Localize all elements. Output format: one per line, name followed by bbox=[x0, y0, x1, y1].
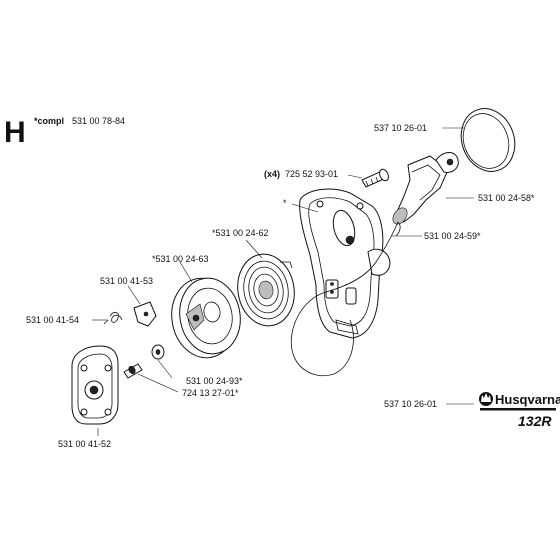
washer-leader bbox=[157, 359, 173, 379]
spring-leader bbox=[245, 239, 263, 259]
brand-name: Husqvarna bbox=[495, 392, 560, 407]
rope-end bbox=[395, 221, 401, 237]
husqvarna-crown-icon bbox=[479, 392, 493, 406]
cap-label: 537 10 26-01 bbox=[374, 123, 427, 133]
header-part-number: 531 00 78-84 bbox=[72, 116, 125, 126]
handle-part[interactable] bbox=[390, 152, 459, 227]
spring-part[interactable] bbox=[232, 250, 300, 331]
decal-label: 537 10 26-01 bbox=[384, 399, 437, 409]
screw-label: 725 52 93-01 bbox=[285, 169, 338, 179]
header-label: *compl bbox=[34, 116, 64, 126]
pulley-label: *531 00 24-63 bbox=[152, 254, 209, 264]
pulley-screw-label: 724 13 27-01* bbox=[182, 388, 239, 398]
pawl-spring-label: 531 00 41-54 bbox=[26, 315, 79, 325]
pawl-spring-part[interactable] bbox=[103, 312, 123, 325]
cap-part[interactable] bbox=[453, 101, 524, 179]
brand-divider bbox=[480, 408, 556, 411]
asterisk-mark: * bbox=[283, 198, 287, 208]
flywheel-cover-label: 531 00 41-52 bbox=[58, 439, 111, 449]
pulley-leader bbox=[179, 261, 193, 283]
section-letter: H bbox=[4, 116, 26, 149]
screw-quantity: (x4) bbox=[264, 169, 280, 179]
pawl-leader bbox=[127, 285, 141, 305]
screw-part[interactable] bbox=[361, 168, 390, 188]
husqvarna-logo: Husqvarna bbox=[479, 392, 560, 407]
pulley-part[interactable] bbox=[166, 273, 247, 363]
flywheel-cover-part[interactable] bbox=[71, 345, 119, 425]
washer-part[interactable] bbox=[151, 344, 165, 360]
pulley-screw-leader bbox=[137, 373, 179, 393]
model-name: 132R bbox=[518, 413, 552, 429]
rope-label: 531 00 24-59* bbox=[424, 231, 481, 241]
pulley-screw-part[interactable] bbox=[123, 363, 143, 379]
pawl-part[interactable] bbox=[133, 301, 157, 327]
washer-label: 531 00 24-93* bbox=[186, 376, 243, 386]
handle-label: 531 00 24-58* bbox=[478, 193, 535, 203]
housing-leader bbox=[291, 203, 319, 213]
spring-label: *531 00 24-62 bbox=[212, 228, 269, 238]
rope-part[interactable] bbox=[290, 221, 399, 376]
pawl-label: 531 00 41-53 bbox=[100, 276, 153, 286]
starter-housing-part[interactable] bbox=[299, 188, 391, 339]
screw-leader bbox=[347, 174, 363, 179]
